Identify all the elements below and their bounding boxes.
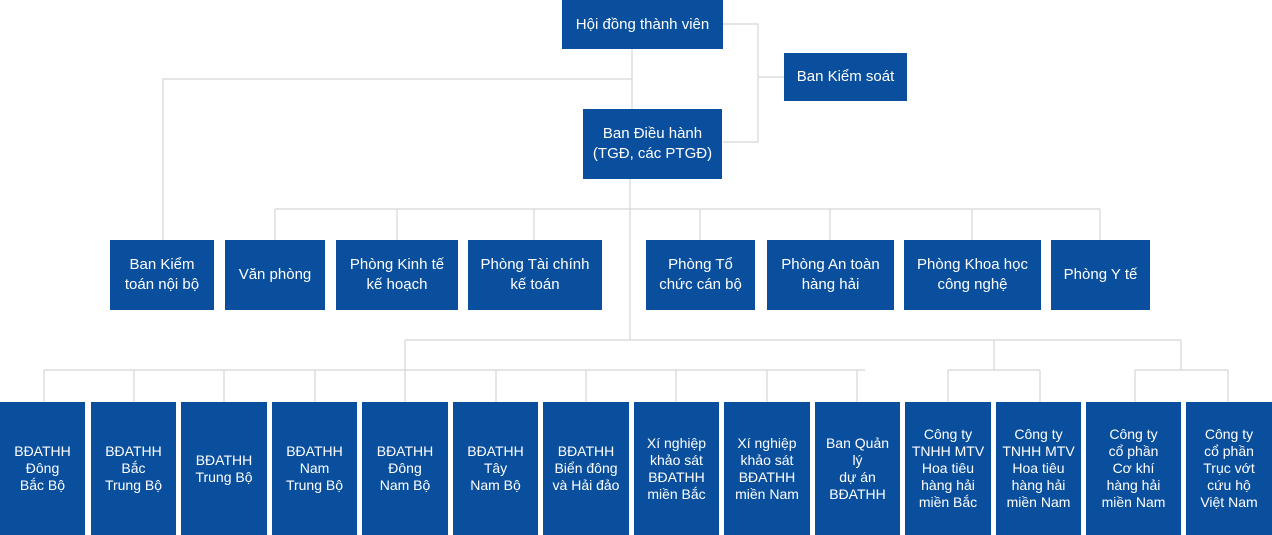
unit-maritime-mechanical-company: Công ty cổ phần Cơ khí hàng hải miền Nam — [1086, 402, 1181, 535]
unit-bdathh-bac-trung-bo: BĐATHH Bắc Trung Bộ — [91, 402, 176, 535]
supervisory-board-box: Ban Kiểm soát — [784, 53, 907, 101]
dept-maritime-safety: Phòng An toàn hàng hải — [767, 240, 894, 310]
unit-survey-enterprise-south: Xí nghiệp khảo sát BĐATHH miền Nam — [724, 402, 810, 535]
unit-project-management-board: Ban Quản lý dự án BĐATHH — [815, 402, 900, 535]
unit-survey-enterprise-north: Xí nghiệp khảo sát BĐATHH miền Bắc — [634, 402, 719, 535]
unit-pilotage-company-south: Công ty TNHH MTV Hoa tiêu hàng hải miền … — [996, 402, 1081, 535]
unit-bdathh-dong-bac-bo: BĐATHH Đông Bắc Bộ — [0, 402, 85, 535]
dept-medical: Phòng Y tế — [1051, 240, 1150, 310]
unit-bdathh-dong-nam-bo: BĐATHH Đông Nam Bộ — [362, 402, 448, 535]
dept-internal-audit: Ban Kiểm toán nội bộ — [110, 240, 214, 310]
unit-bdathh-bien-dong: BĐATHH Biển đông và Hải đảo — [543, 402, 629, 535]
dept-personnel: Phòng Tổ chức cán bộ — [646, 240, 755, 310]
council-box: Hội đồng thành viên — [562, 0, 723, 49]
dept-economic-planning: Phòng Kinh tế kế hoạch — [336, 240, 458, 310]
unit-pilotage-company-north: Công ty TNHH MTV Hoa tiêu hàng hải miền … — [905, 402, 991, 535]
unit-bdathh-tay-nam-bo: BĐATHH Tây Nam Bộ — [453, 402, 538, 535]
unit-bdathh-trung-bo: BĐATHH Trung Bộ — [181, 402, 267, 535]
unit-salvage-rescue-company: Công ty cổ phần Trục vớt cứu hộ Việt Nam — [1186, 402, 1272, 535]
executive-board-box: Ban Điều hành (TGĐ, các PTGĐ) — [583, 109, 722, 179]
dept-science-technology: Phòng Khoa học công nghệ — [904, 240, 1041, 310]
dept-office: Văn phòng — [225, 240, 325, 310]
unit-bdathh-nam-trung-bo: BĐATHH Nam Trung Bộ — [272, 402, 357, 535]
dept-finance-accounting: Phòng Tài chính kế toán — [468, 240, 602, 310]
